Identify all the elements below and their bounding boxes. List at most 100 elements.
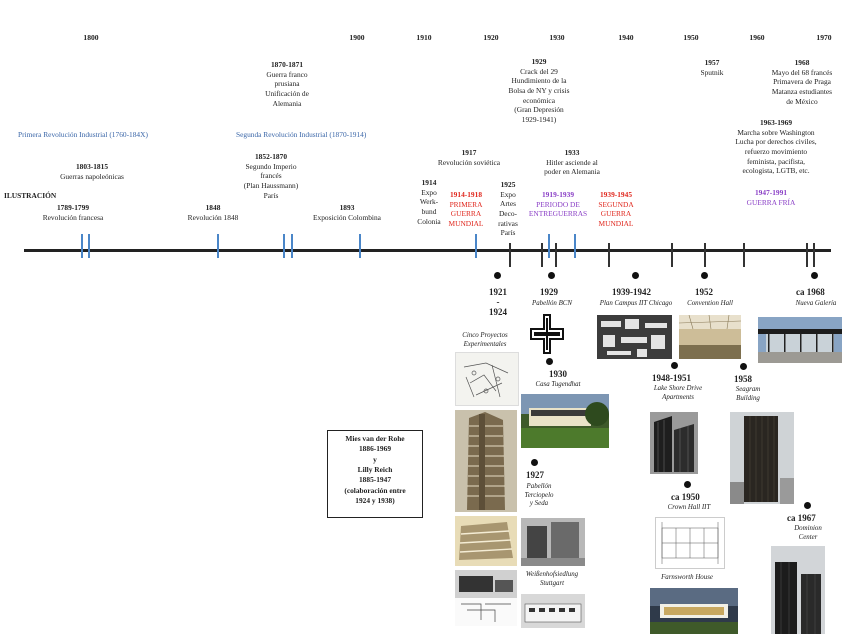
work-year-ca-1967: ca 1967: [787, 513, 816, 523]
seagram-image: [730, 412, 794, 504]
work-name-pabellon-bcn: Pabellón BCN: [522, 300, 582, 309]
timeline-marker: [283, 234, 285, 258]
work-year-1930: 1930: [549, 369, 567, 379]
event-sputnik: 1957 Sputnik: [694, 58, 730, 77]
timeline-marker: [291, 234, 293, 258]
work-dot: [804, 502, 811, 509]
event-expo-werkbund: 1914 Expo Werk- bund Colonia: [412, 178, 446, 226]
dominion-image: [771, 546, 825, 634]
campus-model-image: [597, 315, 672, 359]
work-dot: [671, 362, 678, 369]
year-label: 1930: [549, 33, 564, 42]
event-guerras-napoleonicas: 1803-1815 Guerras napoleónicas: [52, 162, 132, 181]
event-primera-guerra-mundial: 1914-1918 PRIMERA GUERRA MUNDIAL: [442, 190, 490, 229]
work-name-crown-hall: Crown Hall IIT: [656, 504, 722, 513]
work-year-1948-1951: 1948-1951: [652, 373, 691, 383]
work-name-seagram: Seagram Building: [730, 386, 766, 403]
timeline-marker: [88, 234, 90, 258]
work-year-1929: 1929: [540, 287, 558, 297]
timeline-marker: [475, 234, 477, 258]
timeline-axis: [24, 249, 831, 252]
event-periodo-entreguerras: 1919-1939 PERIODO DE ENTREGUERRAS: [520, 190, 596, 219]
event-mayo-68: 1968 Mayo del 68 francés Primavera de Pr…: [760, 58, 844, 106]
timeline-tick: [555, 243, 557, 267]
work-name-convention-hall: Convention Hall: [677, 300, 743, 309]
sketch-image: [455, 352, 519, 406]
farnsworth-image: [650, 588, 738, 634]
timeline-marker: [217, 234, 219, 258]
event-guerra-franco-prusiana: 1870-1871 Guerra franco prusiana Unifica…: [252, 60, 322, 108]
brick-house-image: [455, 570, 517, 626]
event-segundo-imperio: 1852-1870 Segundo Imperio francés (Plan …: [236, 152, 306, 200]
year-label: 1950: [683, 33, 698, 42]
timeline-tick: [671, 243, 673, 267]
twin-towers-image: [650, 412, 698, 474]
villa-garden-image: [521, 394, 609, 448]
timeline-marker: [574, 234, 576, 258]
work-dot: [632, 272, 639, 279]
glass-skyscraper-image: [455, 410, 517, 512]
work-name-nueva-galeria: Nueva Galería: [788, 300, 844, 309]
event-primera-revolucion-industrial: Primera Revolución Industrial (1760-184X…: [18, 130, 148, 140]
work-name-weissenhofsiedlung: Weißenhofsiedlung Stuttgart: [519, 571, 585, 588]
work-year-1939-1942: 1939-1942: [612, 287, 651, 297]
work-year-1952: 1952: [695, 287, 713, 297]
timeline-tick: [806, 243, 808, 267]
year-label: 1800: [83, 33, 98, 42]
year-label: 1960: [749, 33, 764, 42]
event-segunda-revolucion-industrial: Segunda Revolución Industrial (1870-1914…: [236, 130, 366, 140]
event-crack-29: 1929 Crack del 29 Hundimiento de la Bols…: [496, 57, 582, 124]
event-hitler-poder: 1933 Hitler asciende al poder en Alemani…: [532, 148, 612, 177]
year-label: 1940: [618, 33, 633, 42]
work-dot: [684, 481, 691, 488]
timeline-tick: [743, 243, 745, 267]
convention-hall-image: [679, 315, 741, 359]
timeline-tick: [704, 243, 706, 267]
event-revolucion-1848: 1848 Revolución 1848: [180, 203, 246, 222]
work-name-dominion: Dominion Center: [788, 525, 828, 542]
timeline-tick: [509, 243, 511, 267]
timeline-tick: [608, 243, 610, 267]
work-dot: [740, 363, 747, 370]
event-segunda-guerra-mundial: 1939-1945 SEGUNDA GUERRA MUNDIAL: [588, 190, 644, 229]
work-name-farnsworth: Farnsworth House: [652, 574, 722, 583]
work-dot: [494, 272, 501, 279]
cross-column-image: [528, 312, 566, 356]
pavilion-interior-image: [521, 518, 585, 566]
timeline-marker: [359, 234, 361, 258]
work-year-1927: 1927: [526, 470, 544, 480]
timeline-marker: [81, 234, 83, 258]
work-year-1921: 1921 - 1924: [488, 287, 508, 317]
architect-bio-box: Mies van der Rohe 1886-1969 y Lilly Reic…: [327, 430, 423, 518]
work-name-casa-tugendhat: Casa Tugendhat: [528, 381, 588, 390]
work-name-cinco-proyectos: Cinco Proyectos Experimentales: [456, 332, 514, 349]
work-dot: [548, 272, 555, 279]
year-label: 1970: [816, 33, 831, 42]
year-label: 1920: [483, 33, 498, 42]
event-marcha-washington: 1963-1969 Marcha sobre Washington Lucha …: [724, 118, 828, 176]
concrete-office-image: [455, 516, 517, 566]
work-name-lake-shore-drive: Lake Shore Drive Apartments: [640, 385, 716, 402]
timeline-tick: [541, 243, 543, 267]
event-guerra-fria: 1947-1991 GUERRA FRÍA: [736, 188, 806, 207]
timeline-marker: [548, 234, 550, 258]
event-exposicion-colombina: 1893 Exposición Colombina: [303, 203, 391, 222]
timeline-tick: [813, 243, 815, 267]
work-year-1958: 1958: [734, 374, 752, 384]
event-revolucion-sovietica: 1917 Revolución soviética: [426, 148, 512, 167]
housing-block-image: [521, 594, 585, 628]
work-dot: [701, 272, 708, 279]
work-name-campus-iit: Plan Campus IIT Chicago: [592, 300, 680, 309]
work-dot: [546, 358, 553, 365]
year-label: 1900: [349, 33, 364, 42]
work-dot: [811, 272, 818, 279]
work-year-ca-1950: ca 1950: [671, 492, 700, 502]
nueva-galeria-image: [758, 317, 842, 363]
year-label: 1910: [416, 33, 431, 42]
floor-plan-image: [655, 517, 725, 569]
event-ilustracion: ILUSTRACIÓN: [4, 191, 56, 201]
work-year-ca-1968: ca 1968: [796, 287, 825, 297]
event-expo-artes-decorativas: 1925 Expo Artes Deco- rativas París: [493, 180, 523, 238]
work-dot: [531, 459, 538, 466]
